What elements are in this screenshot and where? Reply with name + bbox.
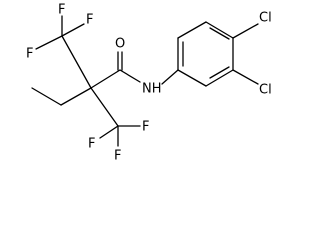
bond-ring-cl-top <box>232 23 259 39</box>
bond-ch2-ch3 <box>31 87 62 106</box>
bond-ring-cl-bottom <box>232 69 259 85</box>
atom-label-cl-bottom: Cl <box>259 83 272 98</box>
atom-label-o: O <box>115 37 125 52</box>
chemical-structure-diagram: O NH Cl Cl F F F F F F <box>26 3 272 164</box>
ring-bond-5 <box>205 69 234 87</box>
bond-n-aryl <box>161 69 179 85</box>
atom-label-f-bottom-2: F <box>88 137 95 152</box>
atom-label-f-top-2: F <box>26 47 33 62</box>
ring-bond-3 <box>205 21 234 39</box>
bond-cf3top-f3 <box>61 23 85 37</box>
atom-label-f-bottom-3: F <box>114 149 121 164</box>
atom-label-f-top-3: F <box>86 13 93 28</box>
bond-cf3top-f2 <box>35 35 63 50</box>
atom-labels: O NH Cl Cl F F F F F F <box>26 3 272 164</box>
atom-label-cl-top: Cl <box>259 11 272 26</box>
ring-inner-bond-2 <box>209 27 230 40</box>
atom-label-f-bottom-1: F <box>142 120 149 135</box>
bond-cf3bottom-f2 <box>99 125 119 139</box>
atom-label-nh: NH <box>142 82 162 97</box>
atom-label-f-top-1: F <box>58 3 65 18</box>
ring-bond-2 <box>177 21 207 39</box>
bond-c-n <box>119 69 141 83</box>
ring-inner-bond-3 <box>209 66 230 79</box>
bonds <box>31 15 259 147</box>
bond-cq-cf3-top <box>61 35 92 89</box>
bond-cq-camide <box>90 69 121 89</box>
bond-cq-cf3-bottom <box>90 87 119 127</box>
ring-bond-6 <box>177 69 207 87</box>
bond-cq-ch2 <box>60 87 92 106</box>
